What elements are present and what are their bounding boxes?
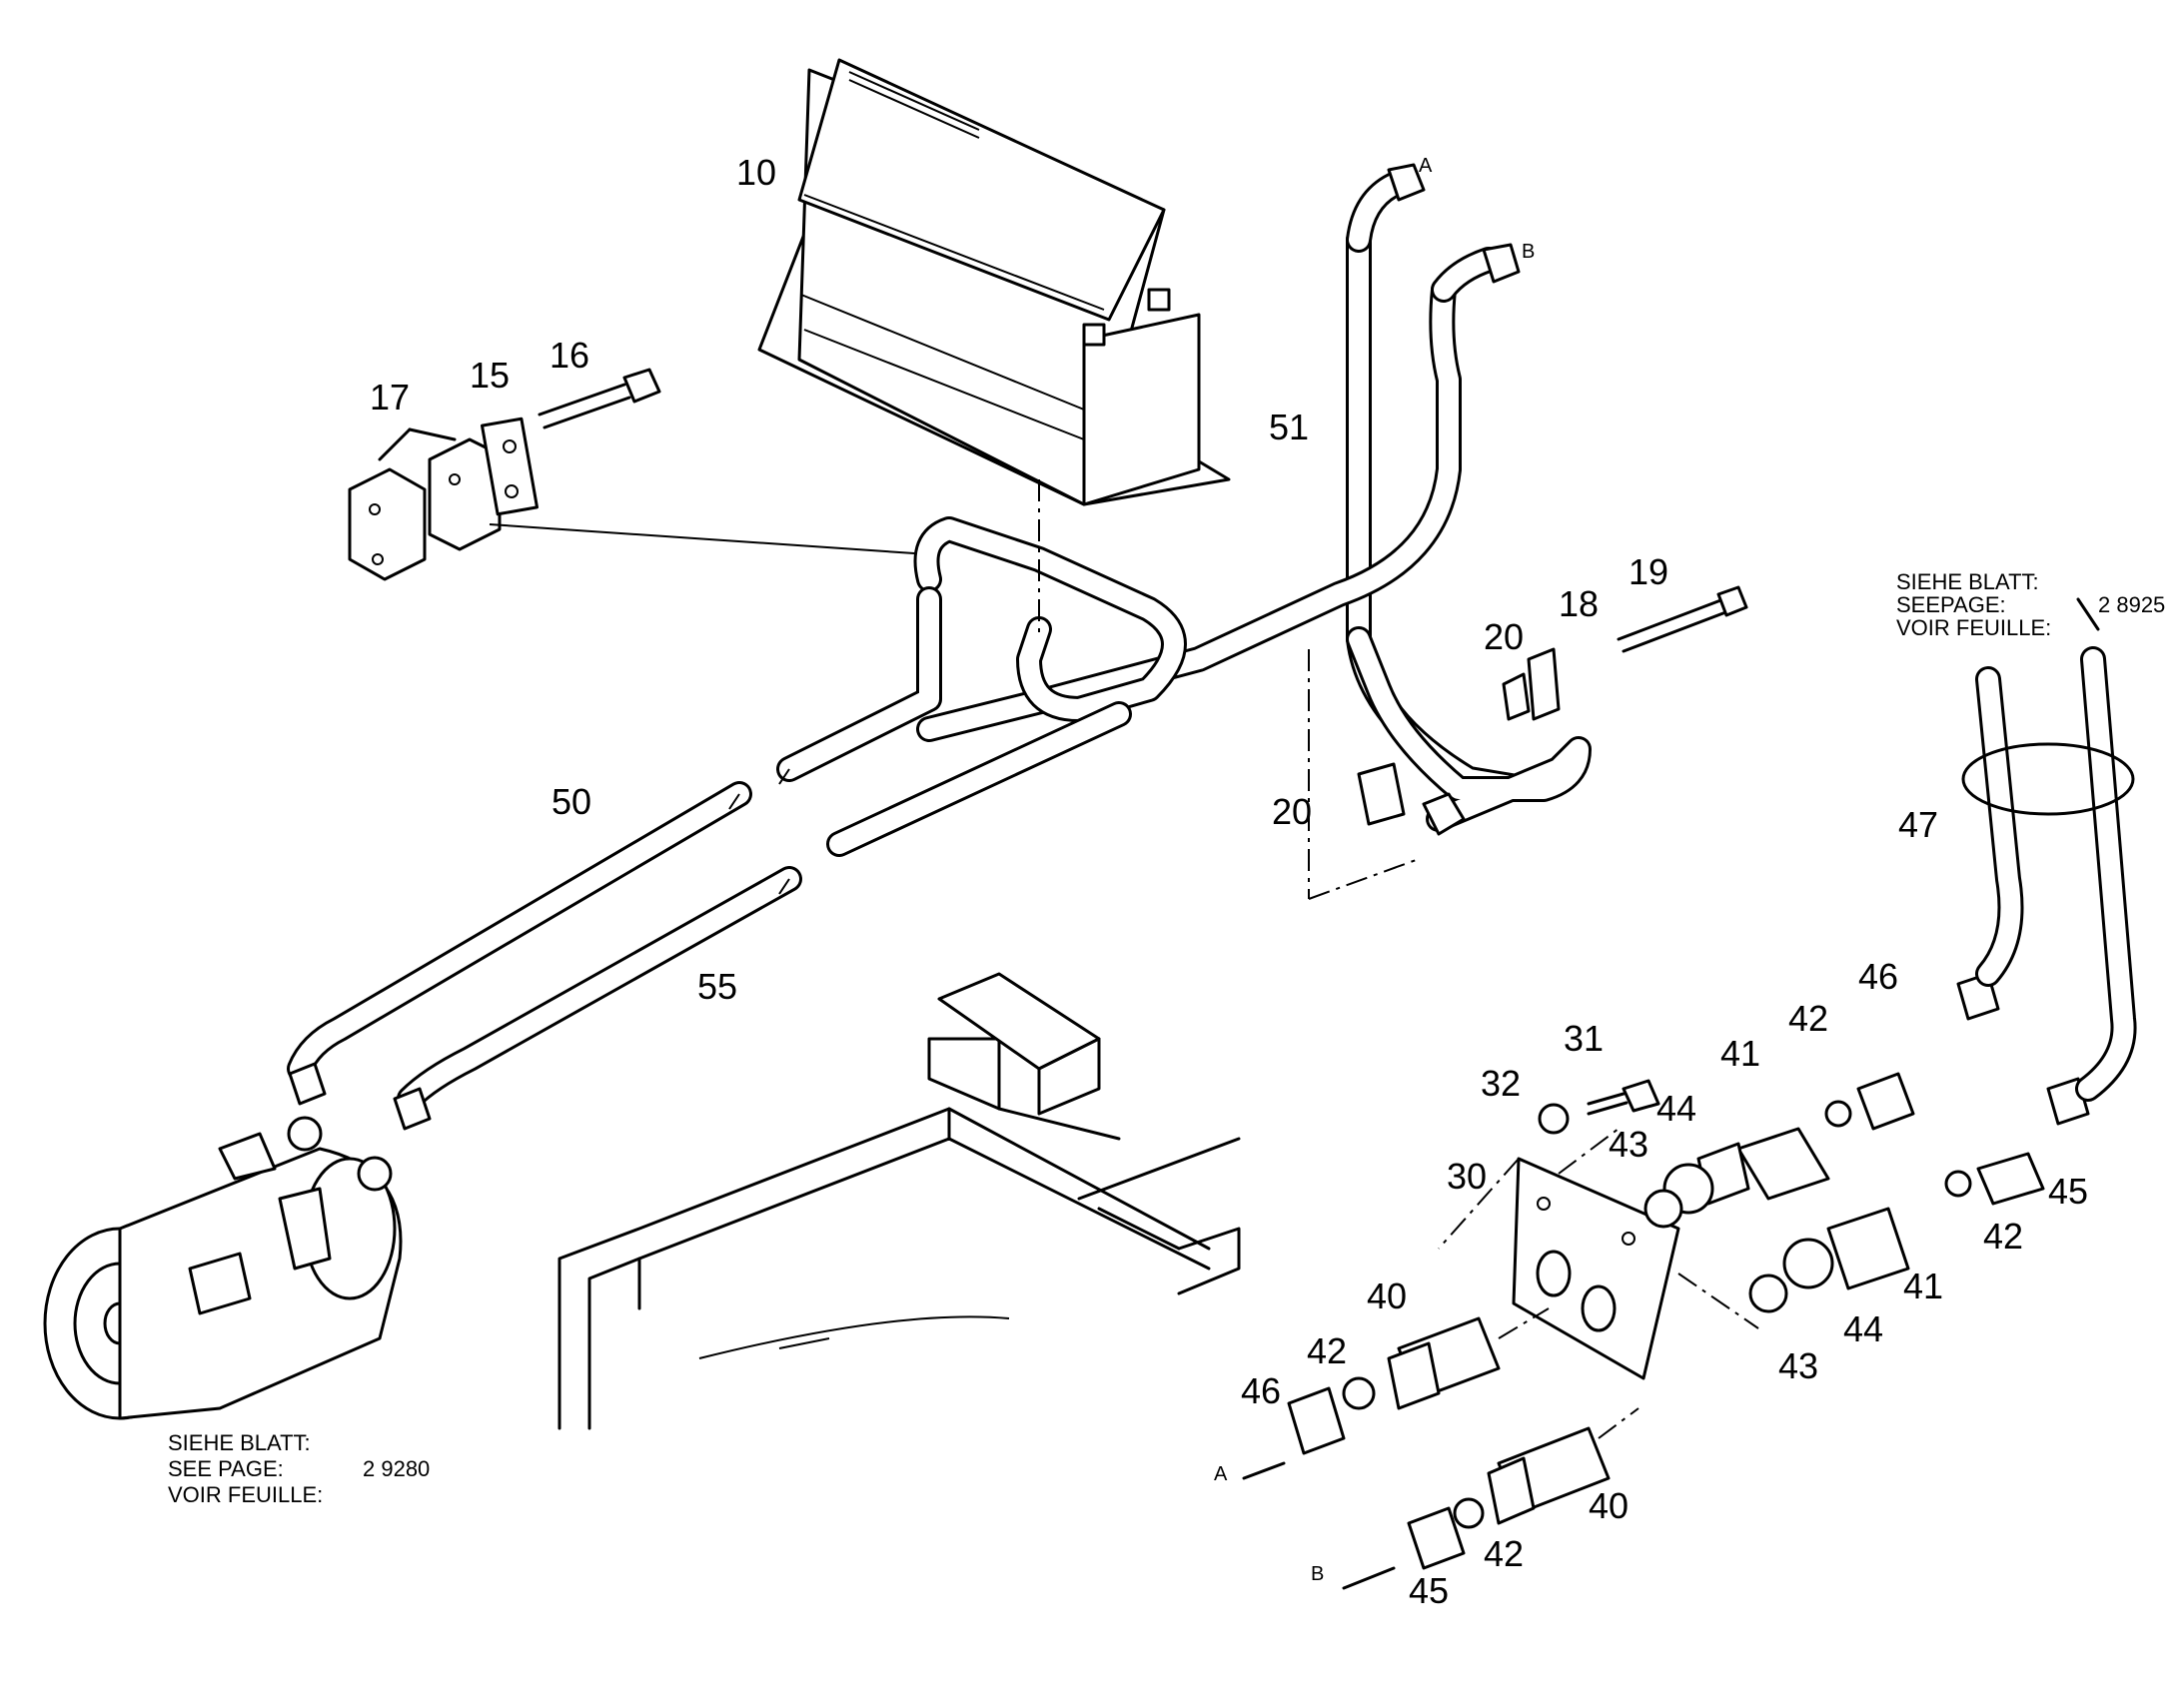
port-b-bottom: B: [1311, 1563, 1324, 1585]
label-47: 47: [1898, 804, 1938, 845]
label-44b: 44: [1843, 1308, 1883, 1349]
part-labels: 10 15 16 17 18 19 20 20 30 31 32 40 40 4…: [370, 152, 2088, 1611]
label-46b: 46: [1241, 1370, 1281, 1411]
label-50: 50: [551, 781, 591, 822]
note-left-line2-value: 2 9280: [363, 1456, 430, 1481]
hoses-50-55: [287, 768, 802, 1131]
evaporator-hoses: [776, 479, 1187, 857]
fittings-lower-left: [1242, 1307, 1639, 1590]
hose-loop-right: [1308, 585, 1748, 900]
fittings-upper-right: [1643, 972, 2090, 1329]
label-31: 31: [1564, 1018, 1604, 1059]
label-32: 32: [1481, 1063, 1521, 1104]
label-20a: 20: [1484, 616, 1524, 657]
port-a-top: A: [1419, 155, 1433, 177]
bulkhead-plate: [1438, 1128, 1680, 1380]
cab-frame: [557, 972, 1241, 1430]
bolt-31: [1538, 1079, 1660, 1135]
label-43b: 43: [1778, 1345, 1818, 1386]
label-15: 15: [470, 355, 510, 396]
note-left: SIEHE BLATT: SEE PAGE: 2 9280 VOIR FEUIL…: [168, 1430, 430, 1507]
note-left-line1: SIEHE BLATT:: [168, 1430, 311, 1455]
label-18: 18: [1559, 583, 1599, 624]
note-left-line2: SEE PAGE:: [168, 1456, 284, 1481]
port-b-top: B: [1522, 241, 1535, 263]
port-a-bottom: A: [1214, 1463, 1228, 1485]
clamp-assembly-left: [348, 368, 930, 581]
label-41b: 41: [1903, 1266, 1943, 1306]
label-41a: 41: [1720, 1033, 1760, 1074]
label-46a: 46: [1858, 956, 1898, 997]
label-30: 30: [1447, 1156, 1487, 1197]
port-labels: A B A B: [1214, 155, 1535, 1585]
note-right-line2: SEEPAGE:: [1896, 592, 2006, 617]
label-10: 10: [736, 152, 776, 193]
label-42c: 42: [1307, 1330, 1347, 1371]
hoses-47: [1961, 597, 2137, 1102]
label-16: 16: [549, 335, 589, 376]
label-17: 17: [370, 377, 410, 418]
label-43a: 43: [1609, 1124, 1648, 1165]
label-42a: 42: [1788, 998, 1828, 1039]
evaporator-unit: [757, 58, 1231, 506]
note-left-line3: VOIR FEUILLE:: [168, 1482, 323, 1507]
note-right-line1: SIEHE BLATT:: [1896, 569, 2039, 594]
label-19: 19: [1629, 551, 1668, 592]
note-right: SIEHE BLATT: SEEPAGE: 2 8925 VOIR FEUILL…: [1896, 569, 2165, 640]
label-51: 51: [1269, 407, 1309, 447]
label-40b: 40: [1589, 1485, 1629, 1526]
label-55: 55: [697, 966, 737, 1007]
label-45b: 45: [1409, 1570, 1449, 1611]
note-right-line3: VOIR FEUILLE:: [1896, 615, 2051, 640]
label-45a: 45: [2048, 1171, 2088, 1212]
label-20b: 20: [1272, 791, 1312, 832]
label-42d: 42: [1484, 1533, 1524, 1574]
label-42b: 42: [1983, 1216, 2023, 1257]
label-44a: 44: [1656, 1088, 1696, 1129]
compressor: [43, 1116, 403, 1420]
note-right-line2-value: 2 8925: [2098, 592, 2165, 617]
label-40a: 40: [1367, 1276, 1407, 1316]
